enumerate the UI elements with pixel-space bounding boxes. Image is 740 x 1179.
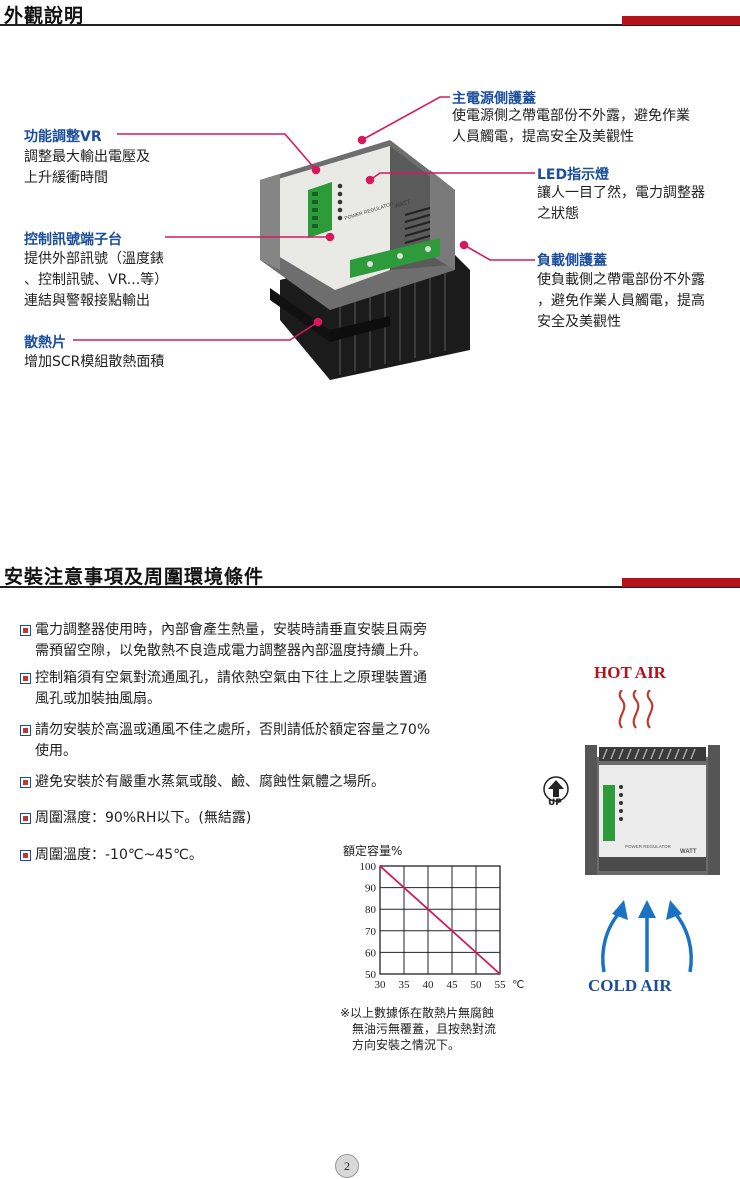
- chart-y-tick-label: 50: [365, 969, 377, 981]
- callout-terminal-line-2: 、控制訊號、VR...等）: [24, 272, 169, 288]
- chart-note-line-2: 無油污無覆蓋，且按熱對流: [352, 1022, 497, 1036]
- callout-vr-title: 功能調整VR: [24, 129, 102, 145]
- callout-led-line-2: 之狀態: [537, 206, 579, 222]
- regulator-front-view: POWER REGULATOR WATT: [585, 745, 720, 875]
- callout-load-cover-line-2: ，避免作業人員觸電，提高: [537, 293, 705, 309]
- bullet-square-icon: [20, 725, 31, 736]
- section-accent-bar: [622, 578, 740, 587]
- up-label: UP: [548, 798, 562, 808]
- chart-x-tick-label: 50: [471, 979, 483, 991]
- callout-terminal-line-1: 提供外部訊號（溫度錶: [24, 251, 164, 267]
- chart-x-tick-label: 45: [447, 979, 459, 991]
- hot-air-label: HOT AIR: [594, 663, 666, 682]
- page-number: 2: [335, 1154, 359, 1178]
- cold-air-arrows-icon: [601, 900, 693, 973]
- chart-y-tick-label: 100: [360, 861, 377, 873]
- callout-leader-lines: [73, 96, 535, 341]
- section-title-appearance: 外觀說明: [4, 5, 85, 27]
- bullet-square-icon: [20, 673, 31, 684]
- chart-x-tick-label: 55: [495, 979, 507, 991]
- callout-vr-line-1: 調整最大輸出電壓及: [24, 149, 150, 165]
- callout-load-cover-line-1: 使負載側之帶電部份不外露: [537, 272, 705, 288]
- cold-air-label: COLD AIR: [588, 976, 672, 995]
- callout-terminal-line-3: 連結與警報接點輸出: [24, 293, 150, 309]
- chart-y-tick-label: 90: [365, 883, 377, 895]
- chart-title: 額定容量%: [343, 844, 403, 858]
- device-brand: WATT: [394, 199, 412, 210]
- chart-y-tick-label: 80: [365, 904, 377, 916]
- callout-main-cover-line-2: 人員觸電，提高安全及美觀性: [452, 129, 634, 145]
- callout-main-cover-title: 主電源側護蓋: [452, 91, 536, 107]
- callout-heatsink-title: 散熱片: [24, 335, 66, 351]
- svg-text:WATT: WATT: [680, 849, 697, 855]
- up-arrow-icon: [543, 776, 569, 802]
- callout-led-line-1: 讓人一目了然，電力調整器: [537, 185, 705, 201]
- bullet-square-icon: [20, 850, 31, 861]
- section-rule: [0, 24, 740, 26]
- callout-load-cover-line-3: 安全及美觀性: [537, 314, 621, 330]
- bullet-square-icon: [20, 813, 31, 824]
- section-rule: [0, 586, 740, 588]
- section-title-installation: 安裝注意事項及周圍環境條件: [4, 566, 265, 588]
- derating-chart: 30 35 40 45 50 55 ℃ 50 60 70 80 90 100: [360, 861, 525, 991]
- chart-series-line: [379, 865, 501, 975]
- callout-vr-line-2: 上升緩衝時間: [24, 170, 108, 186]
- chart-note-line-3: 方向安裝之情況下。: [352, 1038, 461, 1052]
- section-accent-bar: [622, 16, 740, 25]
- chart-x-tick-label: 35: [399, 979, 411, 991]
- callout-terminal-title: 控制訊號端子台: [24, 232, 122, 248]
- svg-text:POWER REGULATOR: POWER REGULATOR: [625, 844, 672, 849]
- power-regulator-illustration: POWER REGULATOR WATT: [260, 140, 470, 380]
- bullet-square-icon: [20, 777, 31, 788]
- chart-x-unit: ℃: [512, 979, 524, 991]
- chart-y-tick-label: 60: [365, 947, 377, 959]
- bullet-square-icon: [20, 625, 31, 636]
- callout-main-cover-line-1: 使電源側之帶電部份不外露，避免作業: [452, 108, 690, 124]
- chart-x-tick-label: 40: [423, 979, 435, 991]
- callout-load-cover-title: 負載側護蓋: [537, 253, 607, 269]
- callout-heatsink-line-1: 增加SCR模組散熱面積: [24, 354, 165, 370]
- chart-y-tick-label: 70: [365, 926, 377, 938]
- hot-air-wave-icon: [618, 690, 654, 729]
- chart-note-line-1: ※以上數據係在散熱片無腐蝕: [340, 1006, 495, 1020]
- callout-led-title: LED指示燈: [537, 167, 610, 183]
- chart-x-tick-label: 30: [375, 979, 387, 991]
